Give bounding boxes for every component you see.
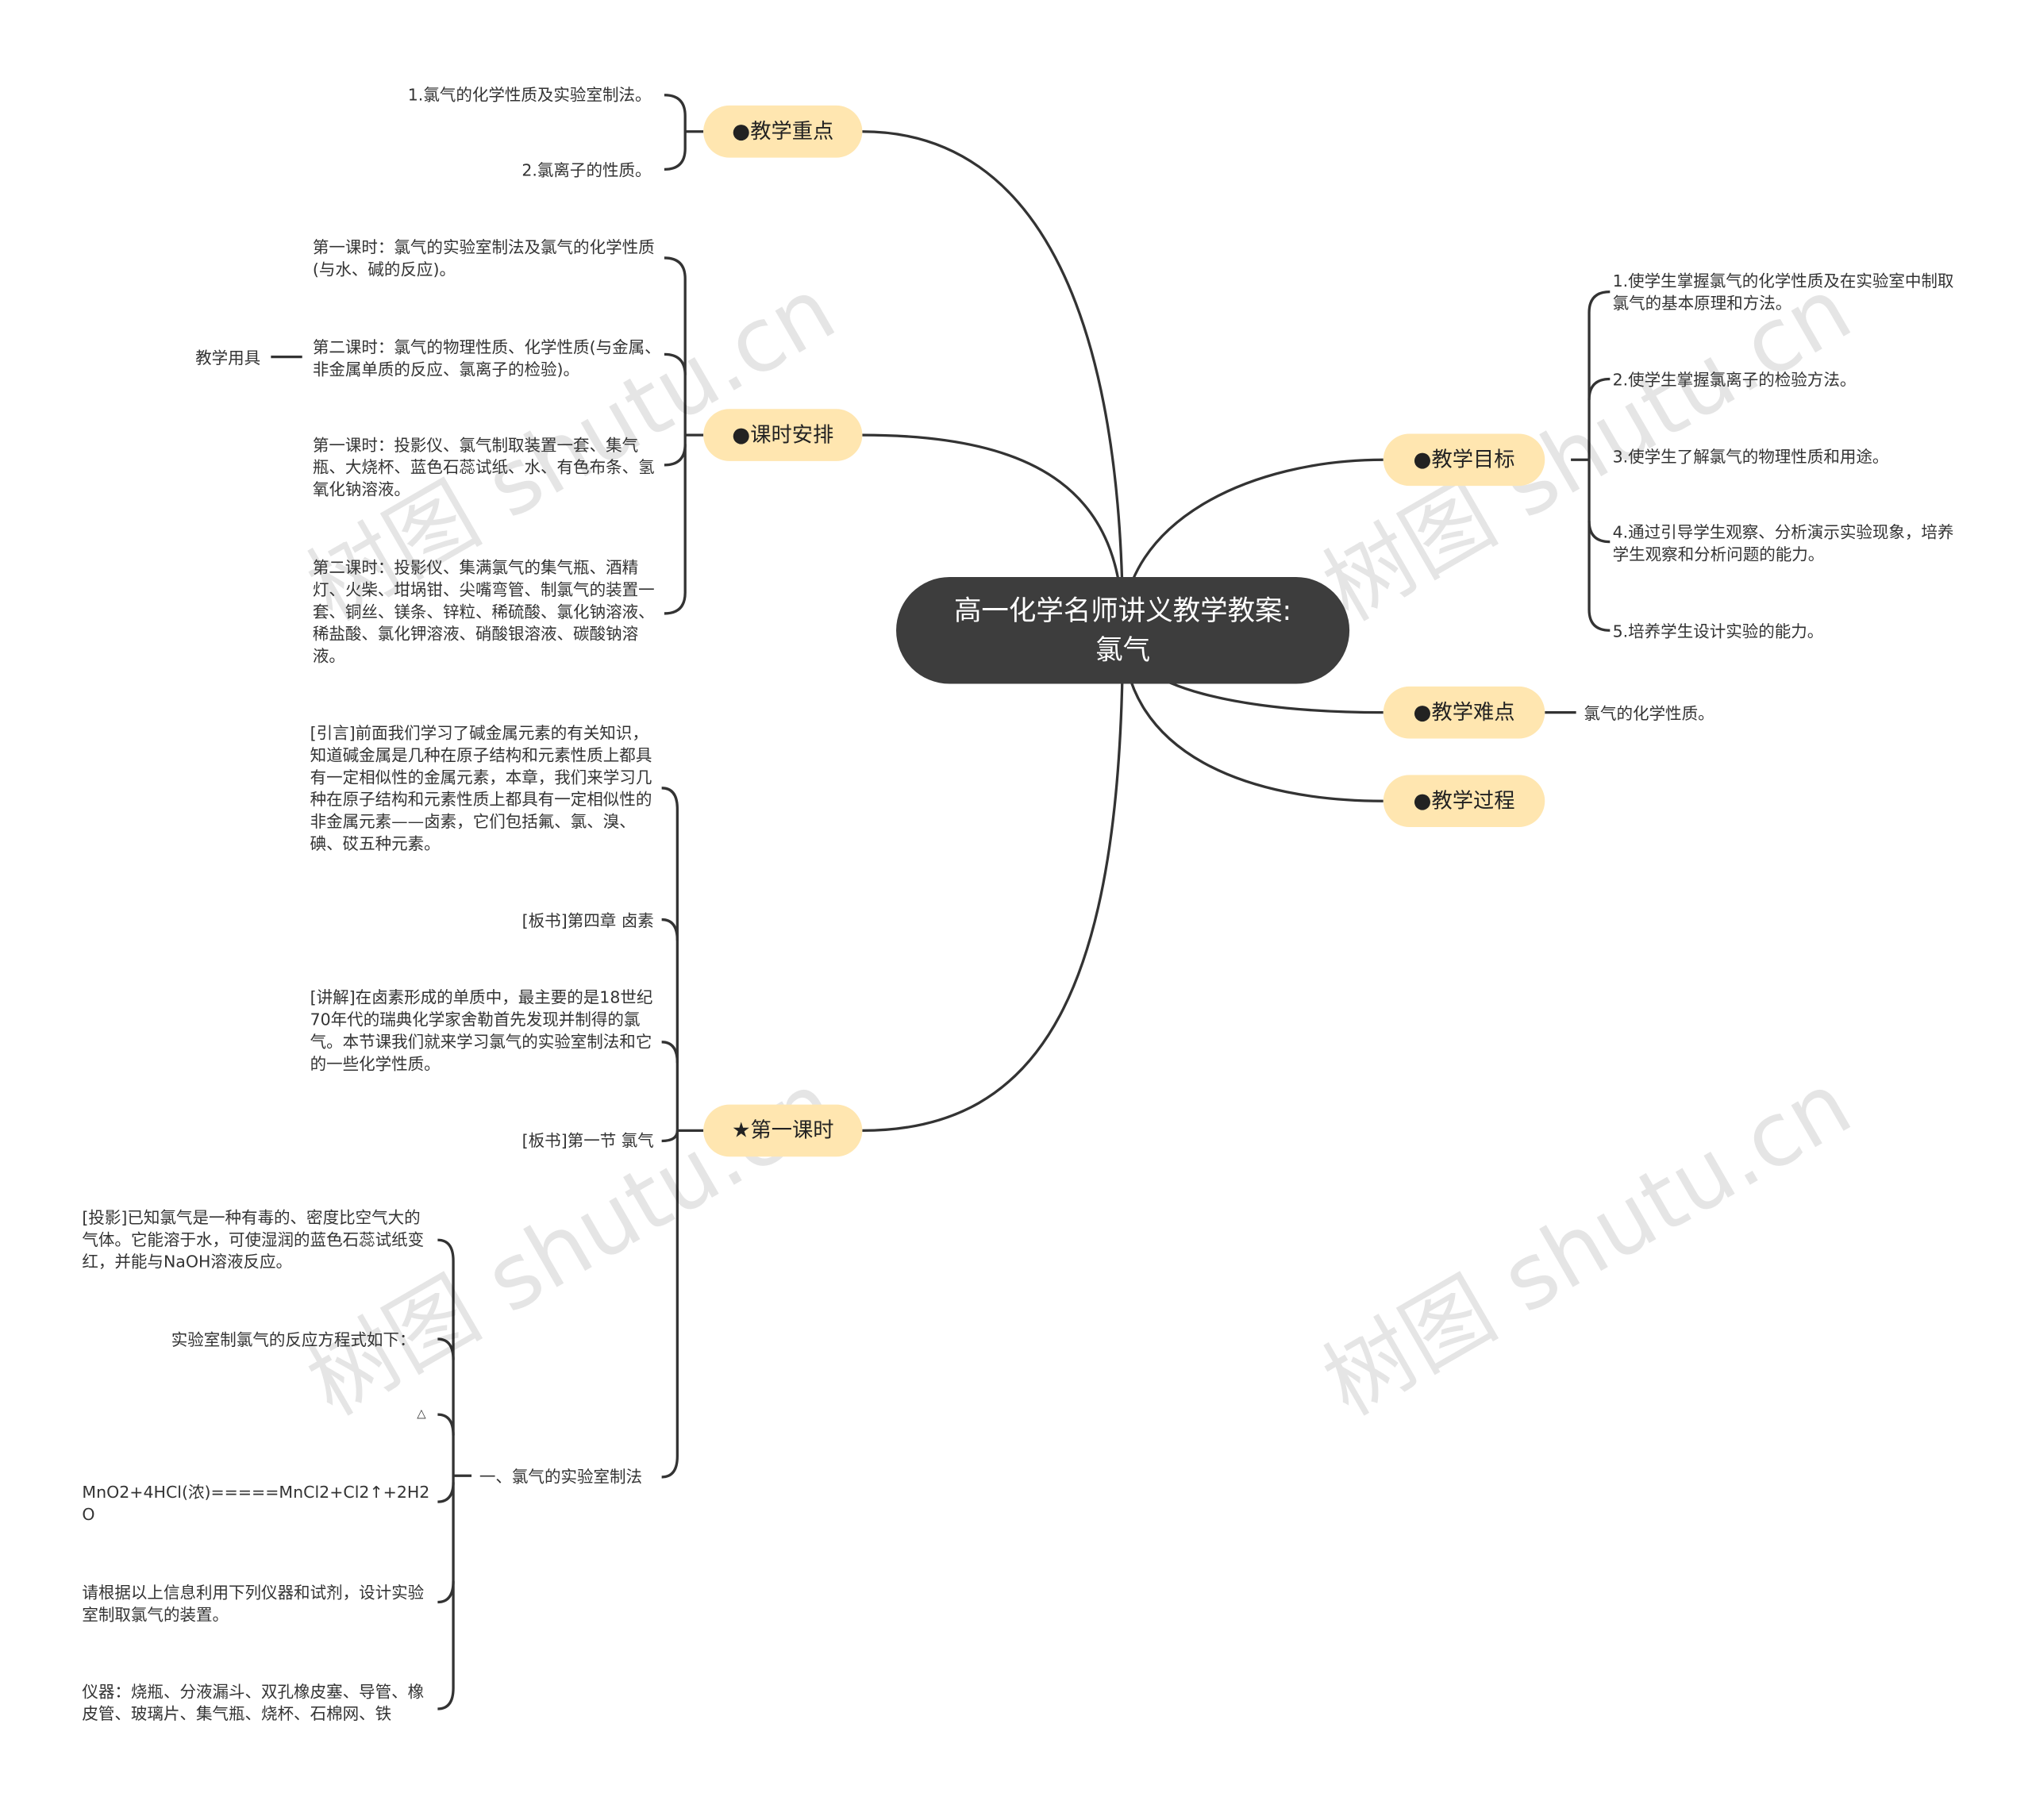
lab-method-label: 一、氯气的实验室制法 <box>479 1466 643 1487</box>
first-lesson-board-2: [板书]第一节 氯气 <box>521 1130 654 1151</box>
first-lesson-board-1: [板书]第四章 卤素 <box>521 910 654 930</box>
root-topic-label: 高一化学名师讲义教学教案:氯气 <box>953 594 1292 666</box>
key-point-1: 1.氯气的化学性质及实验室制法。 <box>407 84 652 105</box>
branch-key-points[interactable]: ●教学重点 <box>703 105 863 158</box>
schedule-item-4: 第二课时：投影仪、集满氯气的集气瓶、酒精灯、火柴、坩埚钳、尖嘴弯管、制氯气的装置… <box>312 557 655 666</box>
tick-goals-2 <box>1588 521 1611 544</box>
bracket-key-points <box>664 94 687 171</box>
bracket-lab <box>437 1238 455 1710</box>
tick-lab-1 <box>437 1337 455 1360</box>
goal-1: 1.使学生掌握氯气的化学性质及在实验室中制取氯气的基本原理和方法。 <box>1612 271 1954 313</box>
branch-first-lesson[interactable]: ★第一课时 <box>703 1104 863 1157</box>
lab-item-equation: MnO2+4HCl(浓)=====MnCl2+Cl2↑+2H2O <box>82 1482 430 1525</box>
tick-first-1 <box>661 918 679 941</box>
tick-lab-2 <box>437 1413 455 1436</box>
schedule-item-1: 第一课时：氯气的实验室制法及氯气的化学性质(与水、碱的反应)。 <box>312 237 655 279</box>
teaching-tools-label: 教学用具 <box>195 348 261 367</box>
key-point-2: 2.氯离子的性质。 <box>521 160 652 180</box>
link-root-first-lesson <box>862 630 1125 1133</box>
difficulty-item: 氯气的化学性质。 <box>1584 703 1714 723</box>
tick-lab-3 <box>437 1482 455 1503</box>
first-lesson-intro: [引言]前面我们学习了碱金属元素的有关知识，知道碱金属是几种在原子结构和元素性质… <box>310 722 652 853</box>
lab-item-design: 请根据以上信息利用下列仪器和试剂，设计实验室制取氯气的装置。 <box>82 1582 425 1625</box>
bracket-first-lesson <box>661 787 679 1479</box>
schedule-item-3: 第一课时：投影仪、氯气制取装置一套、集气瓶、大烧杯、蓝色石蕊试纸、水、有色布条、… <box>312 435 655 499</box>
goal-2: 2.使学生掌握氯离子的检验方法。 <box>1612 370 1857 390</box>
tick-lab-4 <box>437 1581 455 1604</box>
bracket-schedule <box>664 256 687 615</box>
link-root-key-points <box>862 130 1125 631</box>
tick-first-2 <box>661 1041 679 1064</box>
branch-difficulty[interactable]: ●教学难点 <box>1383 686 1545 739</box>
goal-5: 5.培养学生设计实验的能力。 <box>1612 621 1824 641</box>
lab-item-equation-label: 实验室制氯气的反应方程式如下： <box>171 1329 416 1350</box>
tick-schedule-2 <box>664 444 687 467</box>
first-lesson-explain: [讲解]在卤素形成的单质中，最主要的是18世纪70年代的瑞典化学家舍勒首先发现并… <box>310 987 653 1074</box>
lab-item-delta: △ <box>417 1407 426 1422</box>
tick-schedule-1 <box>664 352 687 375</box>
branch-goals[interactable]: ●教学目标 <box>1383 433 1545 487</box>
lab-item-instruments: 仪器：烧瓶、分液漏斗、双孔橡皮塞、导管、橡皮管、玻璃片、集气瓶、烧杯、石棉网、铁 <box>82 1681 425 1724</box>
branch-schedule[interactable]: ●课时安排 <box>703 409 863 461</box>
bracket-goals <box>1588 290 1611 632</box>
lab-item-projection: [投影]已知氯气是一种有毒的、密度比空气大的气体。它能溶于水，可使湿润的蓝色石蕊… <box>82 1207 425 1272</box>
root-topic[interactable]: 高一化学名师讲义教学教案:氯气 <box>896 576 1350 684</box>
tick-first-3 <box>661 1130 679 1143</box>
goal-4: 4.通过引导学生观察、分析演示实验现象，培养学生观察和分析问题的能力。 <box>1612 522 1954 564</box>
goal-3: 3.使学生了解氯气的物理性质和用途。 <box>1612 446 1889 467</box>
schedule-item-2: 第二课时：氯气的物理性质、化学性质(与金属、非金属单质的反应、氯离子的检验)。 <box>312 337 661 379</box>
tick-goals-1 <box>1588 377 1611 400</box>
branch-process[interactable]: ●教学过程 <box>1383 775 1545 828</box>
